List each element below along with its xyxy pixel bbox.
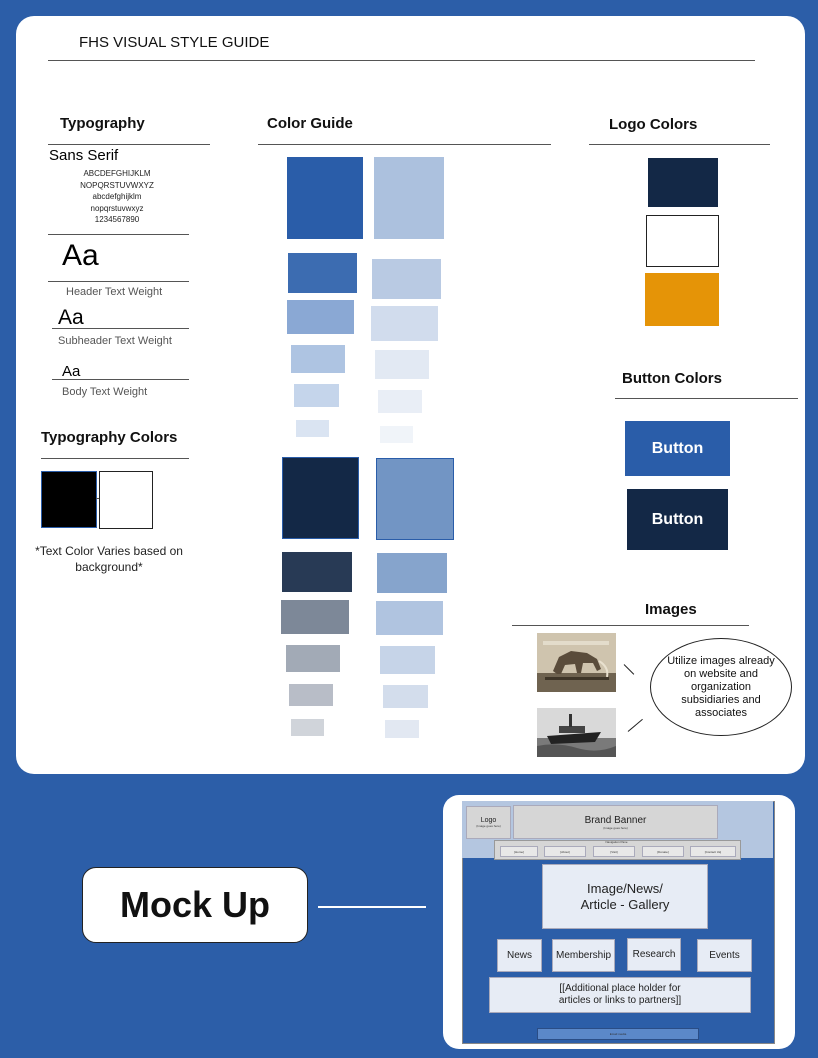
button-colors-divider xyxy=(615,398,798,399)
alphabet-block: ABCDEFGHIJKLM NOPQRSTUVWXYZ abcdefghijkl… xyxy=(72,168,162,226)
color-swatch xyxy=(281,600,349,634)
logo-color-swatch xyxy=(646,215,719,267)
text-color-swatch-black xyxy=(41,471,97,528)
mockup-tile-events[interactable]: Events xyxy=(697,939,752,972)
subheader-sample-rule xyxy=(52,328,189,329)
color-swatch xyxy=(383,685,428,708)
subheader-sample: Aa xyxy=(58,306,84,329)
alphabet-line: nopqrstuvwxyz xyxy=(90,203,144,213)
sample-button-dark[interactable]: Button xyxy=(627,489,728,550)
button-colors-heading: Button Colors xyxy=(622,370,722,387)
page-title: FHS VISUAL STYLE GUIDE xyxy=(79,34,270,51)
typography-colors-heading: Typography Colors xyxy=(41,429,178,446)
logo-color-swatch xyxy=(648,158,718,207)
mockup-tile-research[interactable]: Research xyxy=(627,938,681,971)
alphabet-divider xyxy=(48,234,189,235)
color-swatch xyxy=(289,684,333,706)
color-guide-heading: Color Guide xyxy=(267,115,353,132)
mockup-logo-label: Logo xyxy=(480,817,497,824)
color-swatch xyxy=(376,458,454,540)
body-sample-rule xyxy=(52,379,189,380)
color-swatch xyxy=(380,426,413,443)
mockup-gallery[interactable]: Image/News/ Article - Gallery xyxy=(542,864,708,929)
color-swatch xyxy=(376,601,443,635)
color-swatch xyxy=(291,345,345,373)
mockup-placeholder[interactable]: [[Additional place holder for articles o… xyxy=(489,977,751,1013)
mockup-nav-item-label: [Home] xyxy=(514,849,524,854)
color-swatch xyxy=(287,300,354,334)
typography-heading: Typography xyxy=(60,115,145,132)
mockup-nav-item[interactable]: [Visit] xyxy=(593,846,635,857)
images-callout-bubble: Utilize images already on website and or… xyxy=(650,638,792,736)
mockup-nav-item[interactable]: [Donate] xyxy=(642,846,684,857)
mockup-nav-item-label: [About] xyxy=(560,849,570,854)
text-color-note: *Text Color Varies based on background* xyxy=(35,544,183,574)
color-guide-divider xyxy=(258,144,551,145)
logo-colors-heading: Logo Colors xyxy=(609,116,698,133)
mockup-brand-banner: Brand Banner (Image goes here) xyxy=(513,805,718,839)
mockup-label-box: Mock Up xyxy=(82,867,308,943)
color-swatch xyxy=(282,457,359,539)
color-swatch xyxy=(296,420,329,437)
mammoth-photo xyxy=(537,633,616,692)
body-sample-label: Body Text Weight xyxy=(62,386,148,398)
subheader-sample-label: Subheader Text Weight xyxy=(58,335,172,347)
color-swatch xyxy=(375,350,429,379)
color-swatch xyxy=(287,157,363,239)
font-name: Sans Serif xyxy=(49,147,119,164)
color-swatch xyxy=(372,259,441,299)
logo-color-swatch xyxy=(645,273,719,326)
color-swatch xyxy=(378,390,422,413)
images-heading: Images xyxy=(645,601,697,618)
color-swatch xyxy=(294,384,339,407)
mockup-connector xyxy=(318,906,426,908)
color-swatch xyxy=(377,553,447,593)
header-sample-rule xyxy=(48,281,189,282)
mockup-footer: Email media xyxy=(537,1028,699,1040)
color-swatch xyxy=(380,646,435,674)
alphabet-line: NOPQRSTUVWXYZ xyxy=(80,180,154,190)
images-divider xyxy=(512,625,749,626)
logo-colors-divider xyxy=(589,144,770,145)
mockup-logo: Logo (Image goes here) xyxy=(466,806,511,839)
typography-divider xyxy=(48,144,210,145)
swatch-connector xyxy=(96,498,99,499)
color-swatch xyxy=(282,552,352,592)
mockup-nav-item-label: [Donate] xyxy=(657,849,669,854)
mockup-tile-membership[interactable]: Membership xyxy=(552,939,615,972)
color-swatch xyxy=(291,719,324,736)
alphabet-line: abcdefghijklm xyxy=(92,192,142,201)
alphabet-line: ABCDEFGHIJKLM xyxy=(83,169,151,178)
mockup-footer-label: Email media xyxy=(609,1032,627,1036)
mockup-nav-item[interactable]: [Home] xyxy=(500,846,538,857)
ship-photo xyxy=(537,708,616,757)
sample-button-primary[interactable]: Button xyxy=(625,421,730,476)
typography-colors-divider xyxy=(41,458,189,459)
mockup-nav-item[interactable]: [Contact Us] xyxy=(690,846,736,857)
mockup-nav-item-label: [Visit] xyxy=(610,849,618,854)
mockup-label: Mock Up xyxy=(119,884,270,925)
mockup-nav-item[interactable]: [About] xyxy=(544,846,586,857)
mockup-nav-title: Navigation Pane xyxy=(605,840,628,844)
mockup-gallery-label: Image/News/ Article - Gallery xyxy=(580,880,670,912)
color-swatch xyxy=(371,306,438,341)
title-divider xyxy=(48,60,755,61)
mockup-tile-news[interactable]: News xyxy=(497,939,542,972)
alphabet-line: 1234567890 xyxy=(94,215,140,224)
mockup-brand-sub: (Image goes here) xyxy=(603,825,628,830)
mockup-placeholder-text: [[Additional place holder for articles o… xyxy=(558,983,682,1006)
color-swatch xyxy=(288,253,357,293)
images-callout-text: Utilize images already on website and or… xyxy=(667,654,775,719)
mockup-nav-item-label: [Contact Us] xyxy=(704,849,722,854)
mockup-brand-label: Brand Banner xyxy=(584,814,647,826)
body-sample: Aa xyxy=(62,363,81,380)
mockup-logo-sub: (Image goes here) xyxy=(476,824,501,828)
color-swatch xyxy=(286,645,340,672)
text-color-swatch-white xyxy=(99,471,153,529)
header-sample: Aa xyxy=(62,239,99,272)
color-swatch xyxy=(374,157,444,239)
header-sample-label: Header Text Weight xyxy=(66,286,163,298)
color-swatch xyxy=(385,720,419,738)
